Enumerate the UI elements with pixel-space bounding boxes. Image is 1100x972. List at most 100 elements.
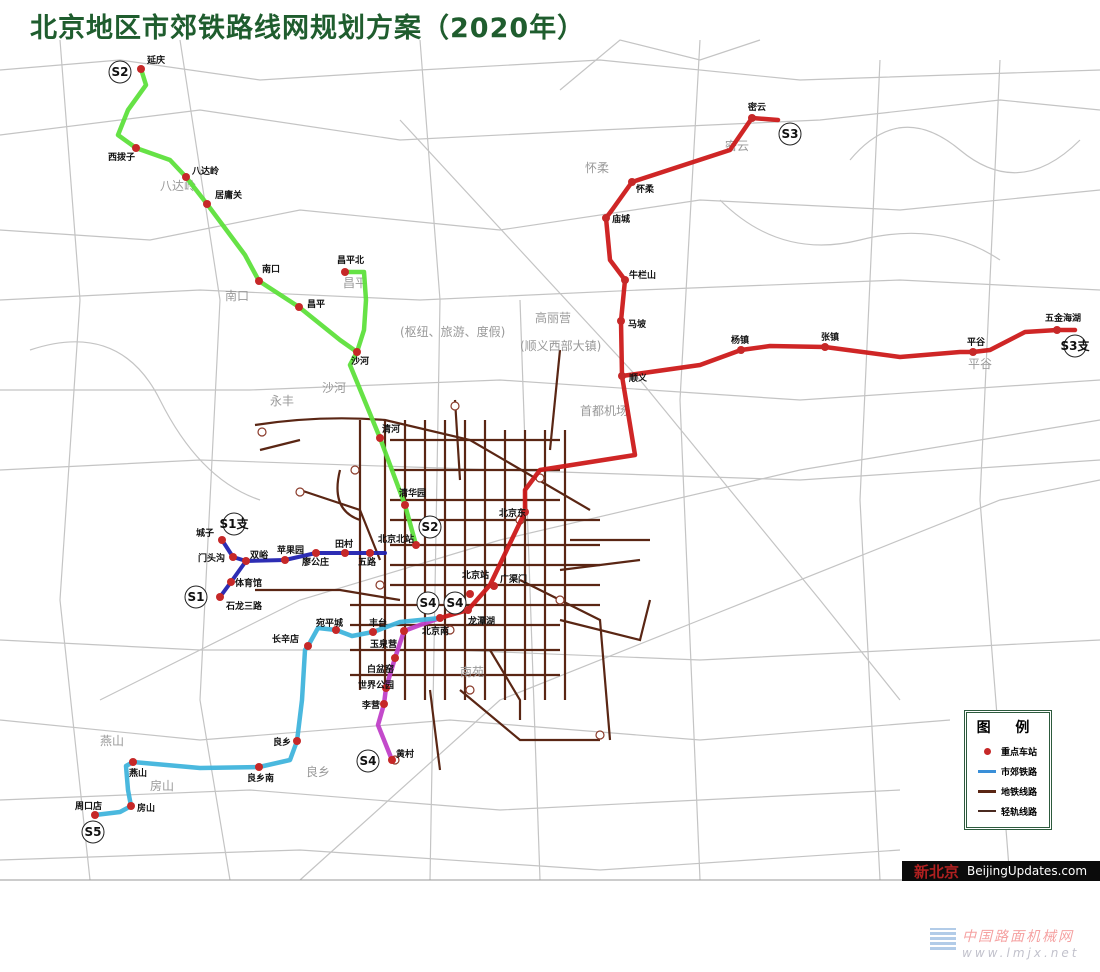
subway-terminal-icon xyxy=(445,625,455,635)
place-name: 昌平 xyxy=(343,276,367,290)
station-dot-icon xyxy=(227,578,235,586)
station-dot-icon xyxy=(466,590,474,598)
station-label: 良乡 xyxy=(273,736,291,748)
station-label: 沙河 xyxy=(351,355,369,367)
station-dot-icon xyxy=(969,348,977,356)
place-name: 燕山 xyxy=(100,734,124,748)
subway-terminal-icon xyxy=(465,685,475,695)
subway-terminal-icon xyxy=(375,580,385,590)
station-dot-icon xyxy=(400,627,408,635)
legend-item-station: 重点车站 xyxy=(973,741,1043,761)
line-badge-label: S4 xyxy=(420,596,437,610)
station-dot-icon xyxy=(388,756,396,764)
watermark-site: BeijingUpdates.com xyxy=(967,864,1088,878)
station-dot-icon xyxy=(391,654,399,662)
legend-label: 地铁线路 xyxy=(1001,787,1038,798)
lmjx-watermark: 中国路面机械网 www.lmjx.net xyxy=(930,926,1090,960)
watermark-logo: 新北京 xyxy=(914,862,960,881)
place-name: (枢纽、旅游、度假) xyxy=(400,324,505,339)
place-name: 高丽营 xyxy=(535,310,571,325)
place-name: 平谷 xyxy=(968,357,992,371)
station-label: 双峪 xyxy=(250,549,269,561)
stations: 城子门头沟双峪体育馆石龙三路苹果园廖公庄田村五路延庆西拨子八达岭居庸关南口昌平昌… xyxy=(75,54,1081,819)
line-badge-label: S1 xyxy=(188,590,205,604)
station-dot-icon xyxy=(1053,326,1061,334)
line-badge xyxy=(184,585,208,609)
road xyxy=(179,39,231,881)
station-dot-icon xyxy=(436,614,444,622)
station-dot-icon xyxy=(281,556,289,564)
station-dot-icon xyxy=(341,549,349,557)
station-label: 房山 xyxy=(137,802,155,814)
road xyxy=(719,199,1001,261)
station-label: 顺义 xyxy=(629,372,648,384)
station-dot-icon xyxy=(983,747,991,755)
subway-terminal-icon xyxy=(257,427,267,437)
station-label: 居庸关 xyxy=(215,189,242,201)
station-dot-icon xyxy=(382,684,390,692)
station-dot-icon xyxy=(464,606,472,614)
subway-terminal-icon xyxy=(450,401,460,411)
legend-label: 轻轨线路 xyxy=(1001,807,1038,818)
road xyxy=(519,299,541,881)
station-label: 良乡南 xyxy=(247,772,274,784)
station-label: 丰台 xyxy=(369,617,387,629)
station-dot-icon xyxy=(341,268,349,276)
legend-label: 市郊铁路 xyxy=(1001,767,1038,778)
road xyxy=(299,479,1100,881)
line-badge-label: S2 xyxy=(112,65,129,79)
line-badge xyxy=(108,60,132,84)
station-label: 龙潭湖 xyxy=(467,615,495,627)
watermark-cn-site: 中国路面机械网 xyxy=(962,929,1074,945)
station-dot-icon xyxy=(376,434,384,442)
station-dot-icon xyxy=(304,642,312,650)
road xyxy=(29,341,261,501)
place-name: 永丰 xyxy=(270,394,294,408)
station-dot-icon xyxy=(490,582,498,590)
subway-line xyxy=(548,349,562,451)
station-dot-icon xyxy=(401,501,409,509)
station-label: 宛平城 xyxy=(315,617,343,629)
station-label: 北京东 xyxy=(499,507,526,519)
subway-line xyxy=(259,438,301,452)
place-name: 首都机场 xyxy=(580,404,628,418)
legend-label: 重点车站 xyxy=(1001,747,1038,758)
station-label: 田村 xyxy=(335,538,353,550)
station-dot-icon xyxy=(229,553,237,561)
place-name: 良乡 xyxy=(306,764,330,779)
station-dot-icon xyxy=(242,557,250,565)
subway-line xyxy=(519,579,612,741)
station-label: 广渠门 xyxy=(500,573,527,585)
station-dot-icon xyxy=(412,541,420,549)
station-label: 杨镇 xyxy=(731,334,749,346)
subway-line xyxy=(336,469,361,522)
road xyxy=(99,419,1100,701)
station-dot-icon xyxy=(312,549,320,557)
line-badge-label: S4 xyxy=(447,596,464,610)
beijingupdates-watermark: 新北京 BeijingUpdates.com xyxy=(902,861,1100,881)
station-dot-icon xyxy=(380,700,388,708)
line-s2 xyxy=(115,66,419,548)
subway-line xyxy=(428,689,442,771)
subway-line xyxy=(453,399,462,481)
station-label: 清华园 xyxy=(399,487,426,499)
light-rail-line-icon xyxy=(978,810,996,812)
place-name: 八达岭 xyxy=(160,179,196,193)
station-label: 昌平北 xyxy=(337,254,364,266)
station-dot-icon xyxy=(255,277,263,285)
station-dot-icon xyxy=(216,593,224,601)
subway-terminal-icon xyxy=(350,465,360,475)
road xyxy=(559,39,761,91)
place-name: 南苑 xyxy=(460,664,484,679)
station-label: 白盆窑 xyxy=(367,663,394,675)
line-badge xyxy=(1063,334,1087,358)
place-name: 沙河 xyxy=(322,381,346,395)
watermark-cn-url: www.lmjx.net xyxy=(962,946,1080,960)
line-badge xyxy=(356,749,380,773)
station-label: 延庆 xyxy=(146,54,165,66)
station-label: 马坡 xyxy=(628,318,647,330)
station-dot-icon xyxy=(127,802,135,810)
station-dot-icon xyxy=(617,317,625,325)
